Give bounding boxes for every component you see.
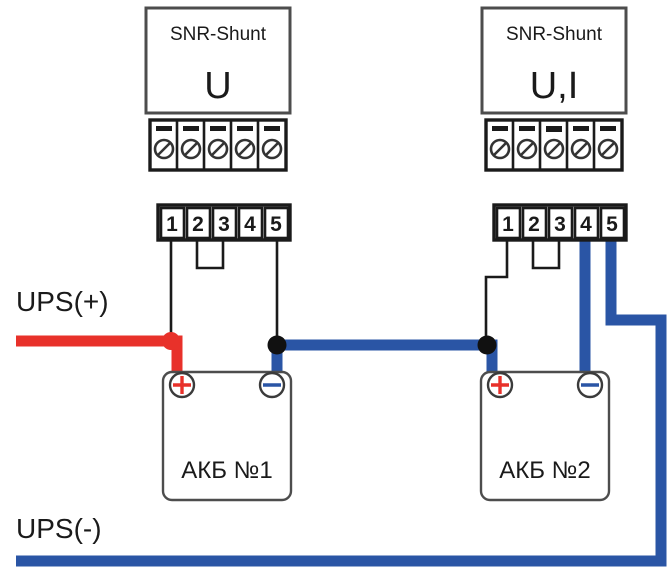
module-right-screw-strip <box>484 118 624 172</box>
terminal-3-label: 3 <box>218 213 230 236</box>
terminal-3-label: 3 <box>554 213 566 236</box>
terminal-4-label: 4 <box>580 213 592 236</box>
terminal-4[interactable] <box>573 206 600 240</box>
screw-clamp-bar-icon <box>156 126 280 131</box>
terminal-2[interactable] <box>185 206 212 240</box>
module-left-numbered-strip: 1 2 3 4 5 <box>156 203 292 242</box>
module-left-body <box>144 6 292 115</box>
terminal-3[interactable] <box>547 206 574 240</box>
battery-akb1-plus-terminal <box>168 371 196 399</box>
screw-terminal[interactable] <box>511 120 596 170</box>
terminal-2-label: 2 <box>192 213 204 236</box>
screw-clamp-bar-icon <box>492 126 616 132</box>
module-right-numbered-strip: 1 2 3 4 5 <box>492 203 628 242</box>
ups-negative-label: UPS(-) <box>16 513 102 544</box>
wire-terminal5-to-ups-negative <box>16 240 667 567</box>
wire-right-jumper-2-3 <box>531 240 561 270</box>
battery-akb2-label: АКБ №2 <box>499 457 591 484</box>
module-right-name: SNR-Shunt <box>506 24 603 45</box>
terminal-3[interactable] <box>211 206 238 240</box>
wire-left-jumper-2-3 <box>195 240 225 270</box>
ups-positive-label: UPS(+) <box>16 286 109 317</box>
terminal-5-label: 5 <box>270 213 282 236</box>
battery-akb1: АКБ №1 <box>161 370 293 502</box>
screw-head-icon[interactable] <box>153 138 283 160</box>
module-left-screw-strip <box>148 118 288 172</box>
wire-battery-series-link <box>271 339 498 380</box>
terminal-1[interactable] <box>495 206 522 240</box>
junction-dot-akb1-minus <box>267 335 287 355</box>
battery-akb1-minus-terminal <box>258 371 286 399</box>
terminal-4-label: 4 <box>244 213 256 236</box>
junction-dot-akb2-plus <box>477 335 497 355</box>
battery-akb2-minus-terminal <box>576 371 604 399</box>
terminal-5[interactable] <box>599 206 626 240</box>
terminal-1-label: 1 <box>502 213 514 236</box>
terminal-1-label: 1 <box>166 213 178 236</box>
battery-akb2-plus-terminal <box>486 371 514 399</box>
screw-head-icon[interactable] <box>489 138 619 160</box>
junction-dot-ups-positive <box>162 332 180 350</box>
module-left-mode: U <box>204 65 231 107</box>
terminal-2[interactable] <box>521 206 548 240</box>
terminal-2-label: 2 <box>528 213 540 236</box>
module-left-name: SNR-Shunt <box>170 24 267 45</box>
module-right-body <box>480 6 628 115</box>
screw-terminal[interactable] <box>175 120 260 170</box>
battery-akb2: АКБ №2 <box>479 370 611 502</box>
terminal-1[interactable] <box>159 206 186 240</box>
terminal-4[interactable] <box>237 206 264 240</box>
battery-akb1-label: АКБ №1 <box>181 457 273 484</box>
wire-right-terminal1-signal <box>484 240 509 345</box>
terminal-5-label: 5 <box>606 213 618 236</box>
terminal-5[interactable] <box>263 206 290 240</box>
module-right-mode: U,I <box>530 65 579 107</box>
